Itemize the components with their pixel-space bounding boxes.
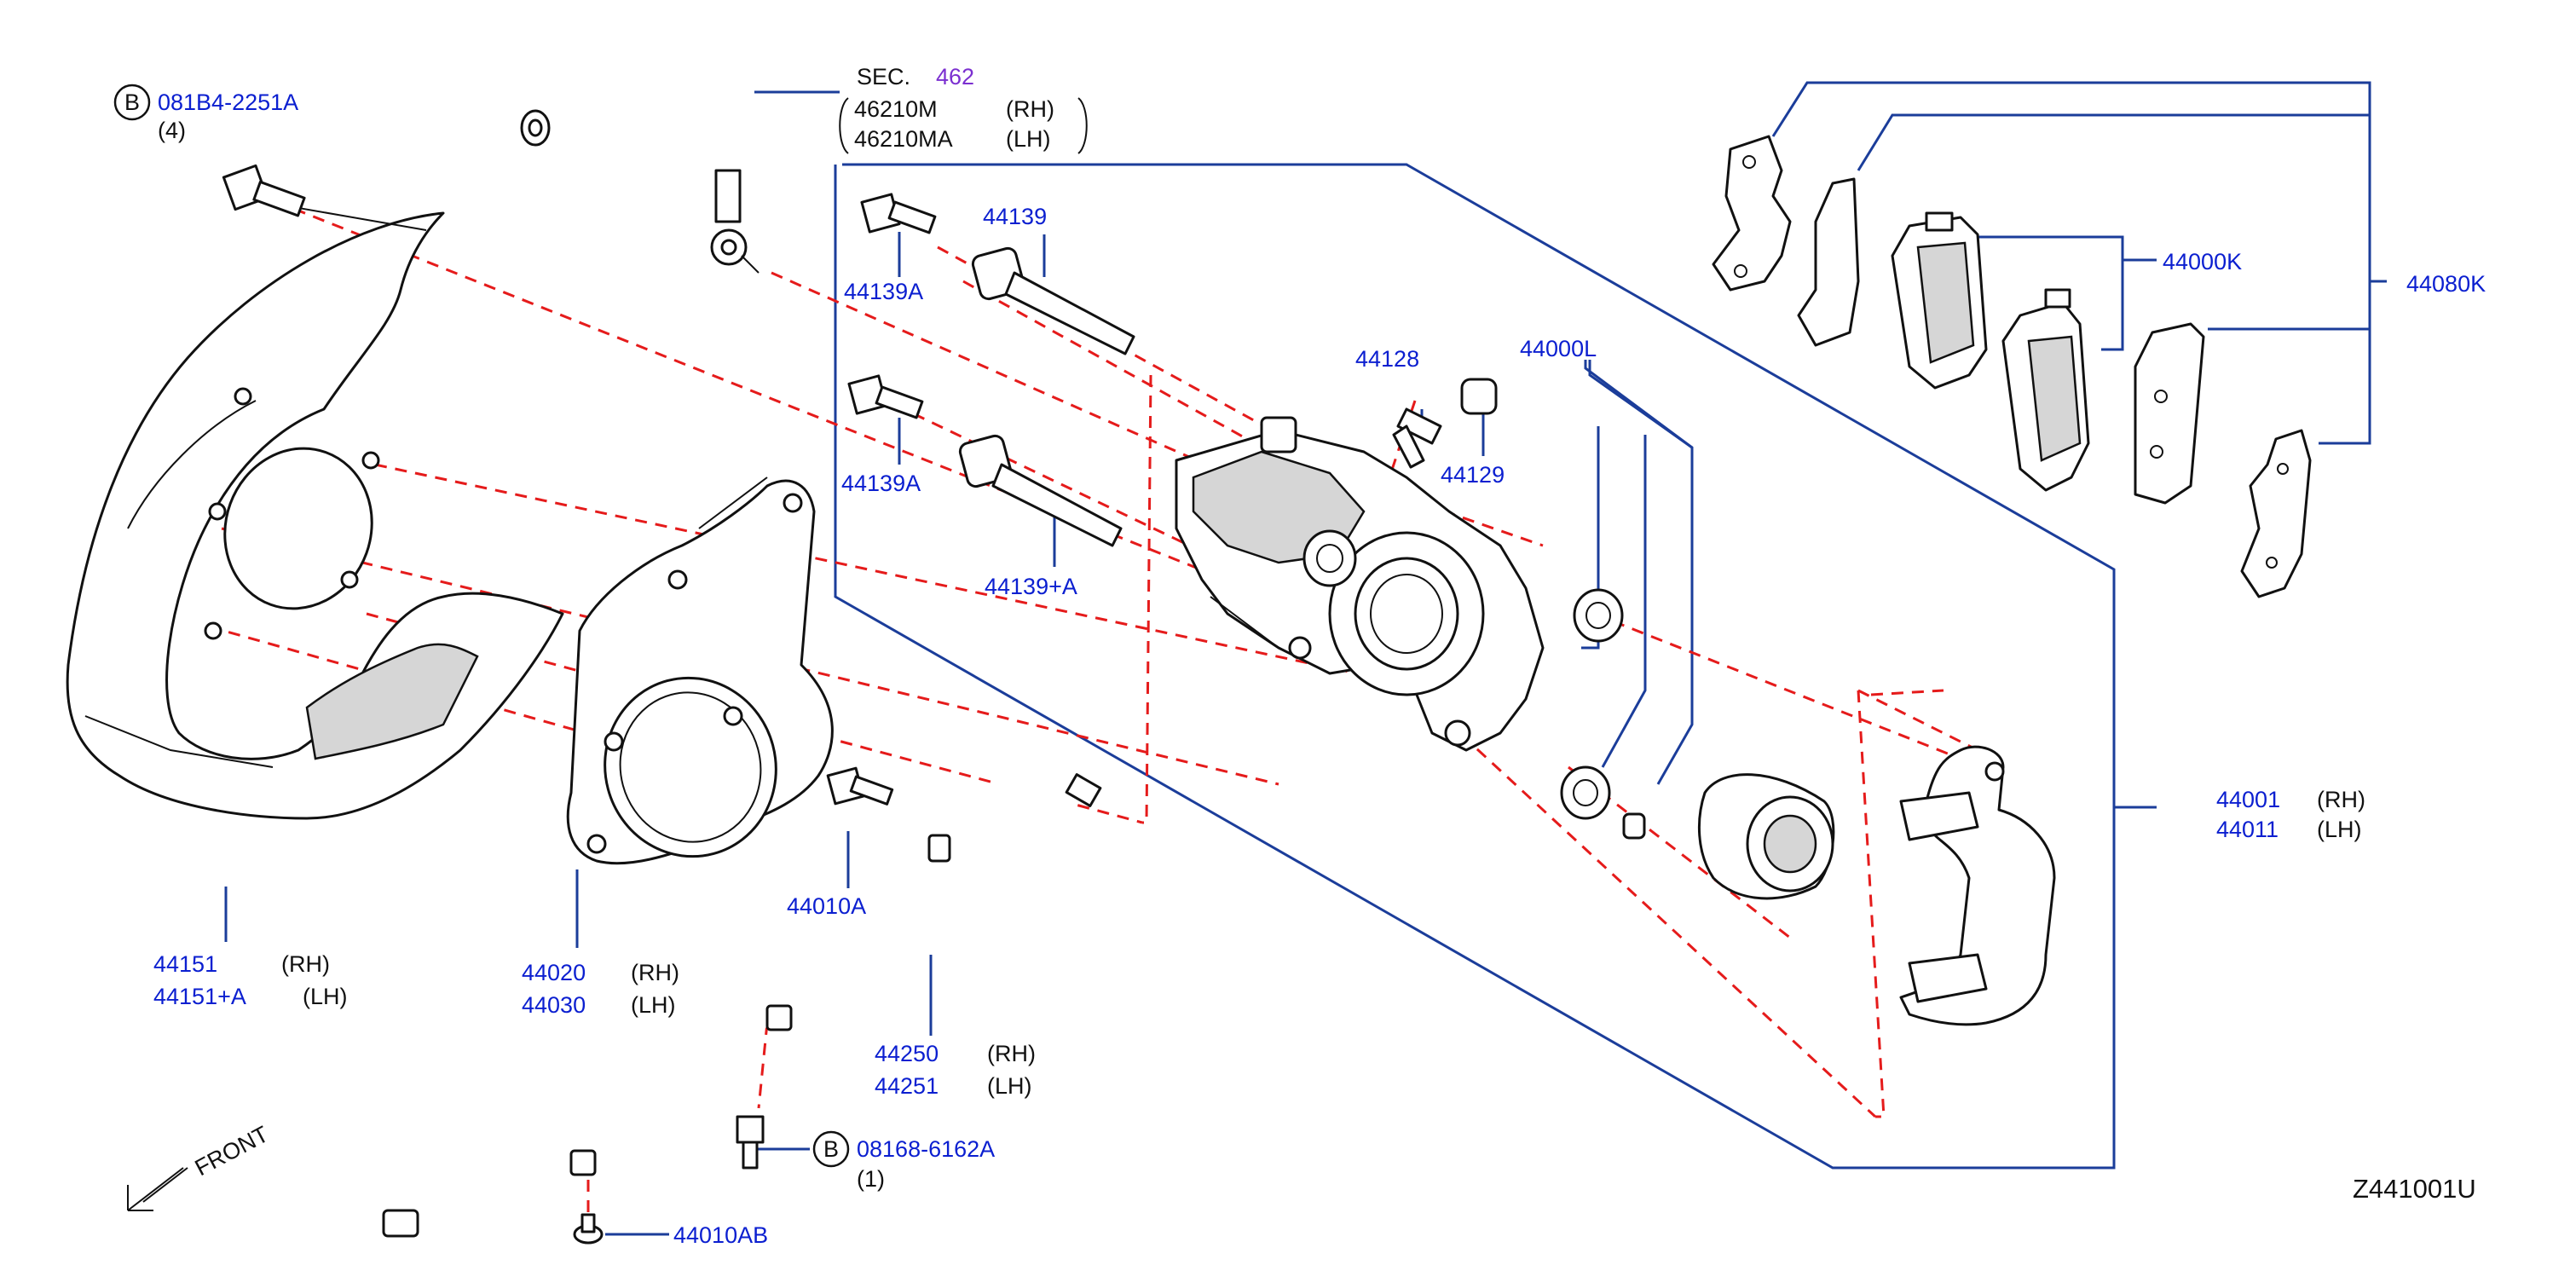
bolt-symbol-circle (113, 84, 151, 121)
qty-08168-6162a: (1) (857, 1166, 885, 1192)
leader-lines (224, 81, 2387, 1236)
callout-44139plusa[interactable]: 44139+A (985, 574, 1077, 599)
callout-081b4-2251a[interactable]: 081B4-2251A (158, 90, 298, 115)
side-44011: (LH) (2317, 817, 2362, 842)
bolt-symbol-circle-lower (812, 1130, 850, 1168)
callout-44020[interactable]: 44020 (522, 960, 586, 985)
abs-sensor-bolt[interactable] (826, 766, 894, 806)
side-46210m: (RH) (1006, 96, 1054, 122)
caliper-boot-upper[interactable] (1573, 588, 1624, 643)
sec-number-link[interactable]: 462 (936, 64, 974, 90)
piston-seal[interactable] (1622, 812, 1646, 840)
callout-44139a-top[interactable]: 44139A (844, 279, 923, 304)
harness-bolt[interactable] (736, 1115, 765, 1170)
harness-clip[interactable] (573, 1213, 604, 1245)
callout-44030[interactable]: 44030 (522, 992, 586, 1018)
side-44151: (RH) (281, 951, 330, 977)
callout-44011[interactable]: 44011 (2216, 817, 2279, 842)
brake-pad-inner[interactable] (1891, 211, 1988, 390)
pad-shim-outer[interactable] (2134, 322, 2205, 505)
callout-44251[interactable]: 44251 (875, 1073, 939, 1099)
callout-44010a[interactable]: 44010A (787, 893, 866, 919)
callout-44250[interactable]: 44250 (875, 1041, 939, 1066)
right-paren (1077, 97, 1088, 154)
callout-44128[interactable]: 44128 (1355, 346, 1419, 372)
callout-08168-6162a[interactable]: 08168-6162A (857, 1136, 995, 1162)
guide-pin-bolt-top[interactable] (860, 193, 937, 234)
callout-46210ma[interactable]: 46210MA (854, 126, 953, 152)
callout-44010ab[interactable]: 44010AB (673, 1222, 768, 1248)
callout-44151[interactable]: 44151 (153, 951, 217, 977)
piston[interactable] (1698, 773, 1835, 900)
brake-hose[interactable] (520, 32, 760, 274)
shield-bolt[interactable] (222, 164, 306, 217)
side-44020: (RH) (631, 960, 679, 985)
guide-pin-bolt-bottom[interactable] (847, 374, 924, 419)
sec-label: SEC. (857, 64, 910, 90)
caliper-body[interactable] (1175, 416, 1545, 752)
side-44001: (RH) (2317, 787, 2365, 812)
bleeder-cap[interactable] (1460, 378, 1498, 415)
callout-46210m[interactable]: 46210M (854, 96, 938, 122)
side-44251: (LH) (987, 1073, 1032, 1099)
callout-44129[interactable]: 44129 (1441, 462, 1505, 488)
callout-44139[interactable]: 44139 (983, 204, 1047, 229)
pad-shim-inner-a[interactable] (1712, 135, 1792, 292)
side-44030: (LH) (631, 992, 676, 1018)
callout-44000k[interactable]: 44000K (2163, 249, 2242, 274)
bolt-symbol-lower: B (823, 1136, 839, 1162)
callout-44080k[interactable]: 44080K (2406, 271, 2486, 297)
side-44250: (RH) (987, 1041, 1036, 1066)
callout-44151plusa[interactable]: 44151+A (153, 984, 246, 1009)
callout-44000l[interactable]: 44000L (1520, 336, 1597, 361)
dust-shield[interactable] (66, 195, 564, 820)
front-label: FRONT (191, 1121, 273, 1181)
guide-pin-bottom[interactable] (958, 434, 1123, 547)
brake-pad-outer[interactable] (2001, 288, 2090, 492)
caliper-boot-lower[interactable] (1560, 765, 1611, 820)
drawing-code: Z441001U (2353, 1174, 2476, 1204)
callout-44139a-bottom[interactable]: 44139A (841, 471, 921, 496)
caliper-bracket[interactable] (1899, 745, 2056, 1026)
front-arrow-icon (127, 1167, 188, 1211)
abs-sensor-harness[interactable] (382, 762, 1102, 1238)
pad-shim-inner-b[interactable] (1797, 177, 1860, 347)
guide-pin-top[interactable] (971, 246, 1135, 355)
left-paren (839, 97, 849, 154)
anchor-plate[interactable] (566, 477, 834, 875)
bleeder-screw[interactable] (1392, 407, 1442, 469)
qty-081b4-2251a: (4) (158, 118, 186, 143)
pad-clip[interactable] (2240, 429, 2312, 598)
callout-44001[interactable]: 44001 (2216, 787, 2280, 812)
side-44151plusa: (LH) (303, 984, 348, 1009)
bolt-symbol: B (124, 90, 140, 115)
side-46210ma: (LH) (1006, 126, 1051, 152)
